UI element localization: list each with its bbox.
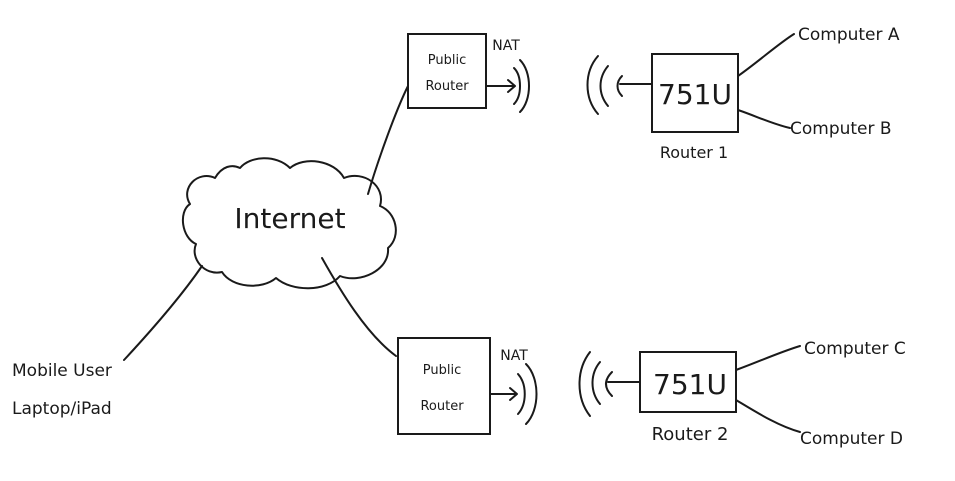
mobile-user-line2: Laptop/iPad [12, 399, 112, 419]
public-router-top: Public Router NAT [407, 33, 530, 113]
wireless-in-icon [586, 55, 653, 115]
link-internet-bottom-router [321, 257, 397, 357]
link-router2-computer-c [735, 345, 801, 371]
router-2-model: 751U [653, 368, 727, 401]
router-1-caption: Router 1 [660, 143, 728, 162]
wireless-out-icon [485, 59, 530, 113]
link-router1-computer-a [737, 33, 795, 77]
computer-a-label: Computer A [798, 25, 900, 45]
router-1: 751U Router 1 [586, 53, 739, 162]
computer-d-label: Computer D [800, 429, 903, 449]
link-router1-computer-b [737, 109, 791, 129]
computer-b-label: Computer B [790, 119, 892, 139]
internet-label: Internet [234, 202, 345, 235]
public-router-top-nat: NAT [492, 38, 520, 54]
connection-lines [123, 33, 801, 433]
mobile-user-line1: Mobile User [12, 361, 112, 381]
public-router-bottom-line2: Router [420, 399, 464, 414]
link-internet-top-router [367, 85, 409, 195]
public-router-bottom-line1: Public [423, 363, 461, 378]
computer-c-label: Computer C [804, 339, 906, 359]
router-1-model: 751U [658, 78, 732, 111]
router-2-caption: Router 2 [652, 424, 729, 445]
public-router-top-line2: Router [425, 79, 469, 94]
link-router2-computer-d [735, 399, 801, 433]
router-2: 751U Router 2 [578, 351, 737, 445]
internet-cloud: Internet [181, 157, 397, 290]
wireless-out-icon [489, 363, 538, 425]
link-internet-mobile-user [123, 265, 203, 361]
public-router-bottom-nat: NAT [500, 348, 528, 364]
public-router-bottom: Public Router NAT [397, 337, 538, 435]
public-router-top-line1: Public [428, 53, 466, 68]
wireless-in-icon [578, 351, 641, 417]
